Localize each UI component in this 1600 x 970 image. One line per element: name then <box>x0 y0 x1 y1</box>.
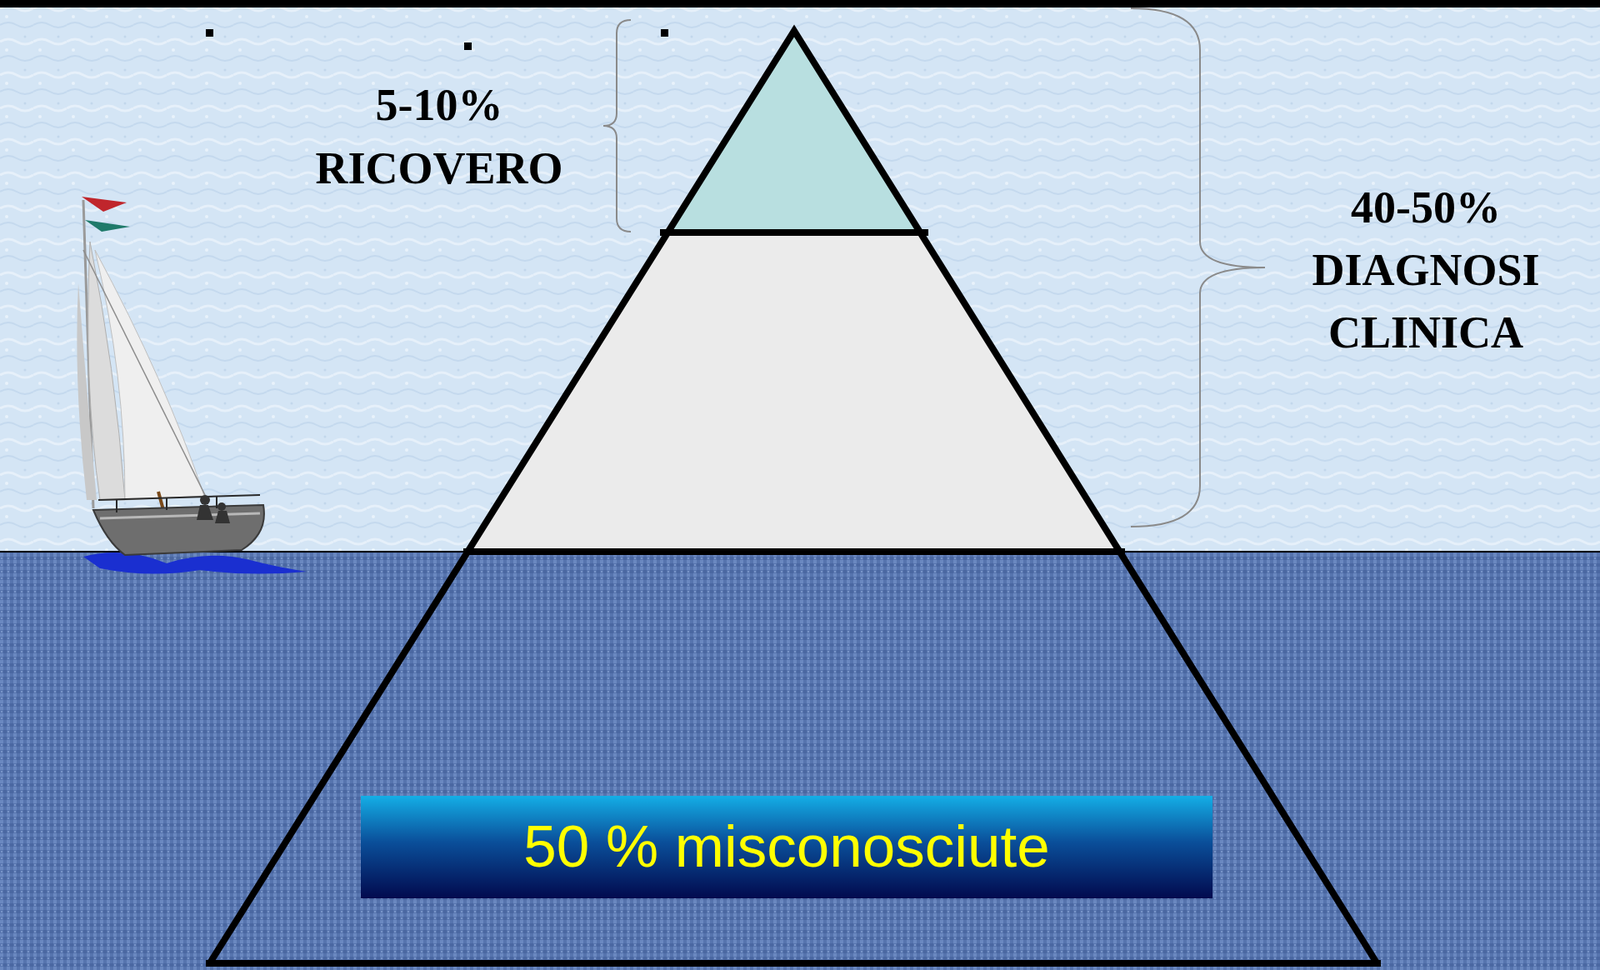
dot <box>660 29 669 37</box>
top-border <box>0 0 1600 8</box>
waterline <box>0 550 1600 553</box>
pyramid-base <box>205 960 1381 967</box>
band-divider <box>463 548 1125 555</box>
dot <box>205 29 214 37</box>
pyramid-outline <box>209 30 1378 965</box>
top-band <box>667 30 920 233</box>
text-banner: 50 % misconosciute <box>360 795 1213 899</box>
percentage-label: 5-10% RICOVERO <box>289 73 590 200</box>
sailboat <box>76 196 307 575</box>
water <box>0 551 1600 970</box>
banner-text: 50 % misconosciute <box>523 814 1050 880</box>
percentage-label: 40-50% DIAGNOSI CLINICA <box>1275 176 1576 365</box>
band-divider <box>660 229 929 236</box>
left-brace <box>603 20 631 232</box>
dot <box>464 42 472 50</box>
sky <box>0 0 1600 552</box>
right-brace <box>1130 8 1265 527</box>
